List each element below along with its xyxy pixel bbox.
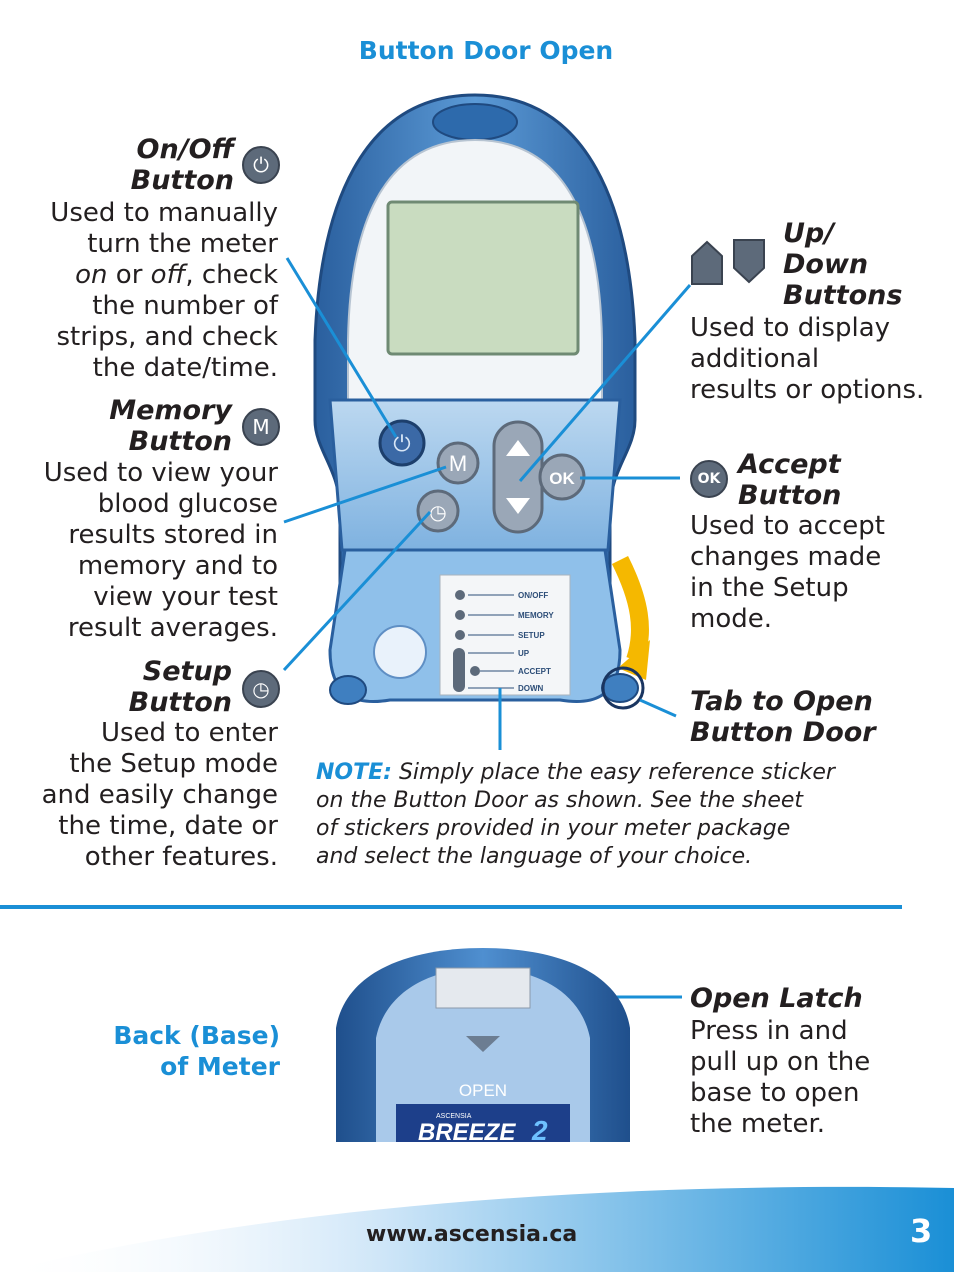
up-arrow-icon [691,240,723,285]
ok-icon: OK [690,460,728,498]
updown-title: Up/ Down Buttons [783,218,903,311]
latch-title: Open Latch [690,983,863,1014]
meter-illustration: ⏻ M ◷ OK ON/OFF MEMORY SETUP UP ACCEPT D… [313,93,650,710]
page-number: 3 [910,1212,933,1250]
meter-memory-button-label: M [449,451,467,476]
footer-url[interactable]: www.ascensia.ca [366,1222,578,1247]
sticker-item: MEMORY [518,611,554,620]
svg-text:◷: ◷ [429,502,446,524]
up-down-icons [691,239,765,285]
open-label: OPEN [459,1081,507,1100]
tab-title: Tab to Open Button Door [690,686,876,748]
sticker-item: SETUP [518,631,545,640]
brand-model: 2 [531,1115,548,1142]
latch-description: Press in and pull up on the base to open… [690,1016,871,1139]
updown-description: Used to display additional results or op… [690,313,925,405]
svg-text:⏻: ⏻ [393,431,410,456]
memory-icon: M [242,408,280,446]
power-icon: ⏻ [242,146,280,184]
brand-small: ASCENSIA [436,1113,472,1120]
meter-ok-button-label: OK [549,469,575,488]
memory-description: Used to view your blood glucose results … [43,458,278,643]
accept-title: Accept Button [738,449,842,511]
clock-icon: ◷ [242,670,280,708]
footer-swoosh [0,1186,954,1272]
onoff-description: Used to manually turn the meter on or of… [50,198,278,383]
sticker-item: ON/OFF [518,591,548,600]
setup-title: Setup Button [128,656,232,718]
setup-description: Used to enter the Setup mode and easily … [41,718,278,872]
note: NOTE: Simply place the easy reference st… [316,760,835,869]
sticker-item: ACCEPT [518,667,551,676]
sticker-item: DOWN [518,684,544,693]
down-arrow-icon [733,239,765,284]
sticker-item: UP [518,649,530,658]
brand-name: BREEZE [418,1119,516,1142]
section-divider [0,905,902,909]
meter-back-illustration: OPEN ASCENSIA BREEZE 2 [336,948,630,1142]
accept-description: Used to accept changes made in the Setup… [690,511,885,634]
page-title: Button Door Open [358,36,614,65]
onoff-title: On/Off Button [130,134,234,196]
back-title: Back (Base) of Meter [113,1021,280,1081]
note-label: NOTE: [316,760,392,785]
memory-title: Memory Button [109,395,232,457]
